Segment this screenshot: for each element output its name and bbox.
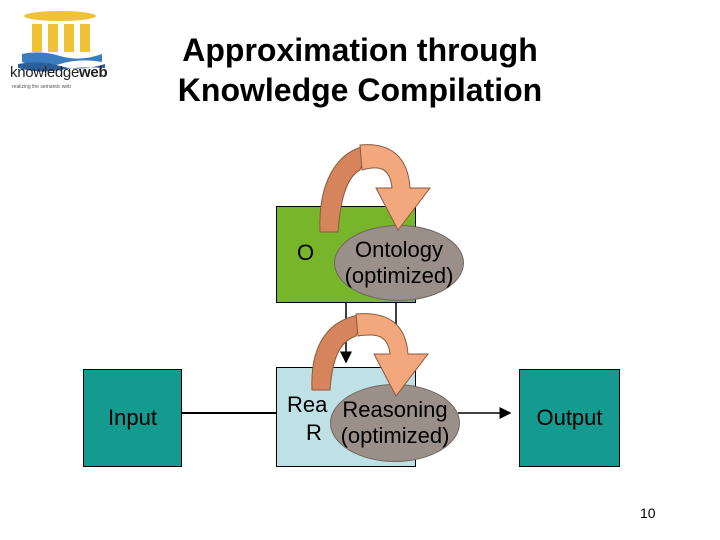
- input-box: Input: [83, 369, 182, 467]
- logo-tagline: realizing the semantic web: [12, 84, 71, 90]
- knowledgeweb-logo: [10, 10, 120, 100]
- ontology-compilation-curved-arrow: [319, 144, 432, 233]
- reasoning-partial-line-1: Rea: [287, 392, 328, 417]
- title-line-1: Approximation through: [182, 32, 538, 68]
- ontology-partial-label: O: [297, 239, 315, 265]
- reasoning-optimized-ellipse: Reasoning (optimized): [330, 384, 460, 462]
- reasoning-optimized-line-1: Reasoning: [342, 397, 448, 422]
- output-box: Output: [519, 369, 620, 467]
- temple-logo-icon: [18, 11, 105, 72]
- reasoning-partial-line-2: R: [306, 420, 322, 445]
- ontology-optimized-line-2: (optimized): [344, 263, 454, 288]
- slide-title: Approximation through Knowledge Compilat…: [120, 30, 600, 110]
- reasoning-optimized-line-2: (optimized): [340, 423, 450, 448]
- title-line-2: Knowledge Compilation: [177, 72, 543, 108]
- page-number: 10: [640, 505, 656, 521]
- reasoning-compilation-curved-arrow: [311, 313, 430, 397]
- ontology-optimized-ellipse: Ontology (optimized): [334, 225, 464, 301]
- output-label: Output: [536, 405, 603, 430]
- logo-wordmark: knowledgeweb: [10, 64, 108, 81]
- ontology-optimized-line-1: Ontology: [354, 237, 444, 262]
- input-label: Input: [108, 405, 157, 430]
